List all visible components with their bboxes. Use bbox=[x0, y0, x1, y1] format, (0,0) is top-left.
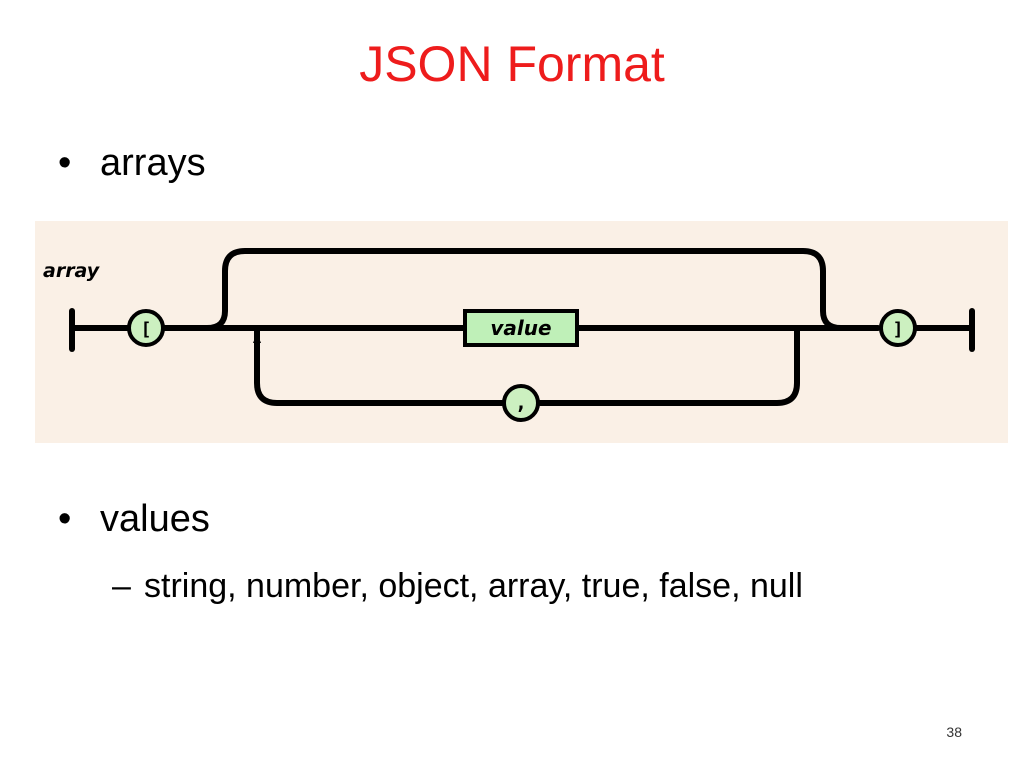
close-bracket-label: ] bbox=[893, 319, 904, 340]
bullet-values: • values bbox=[58, 497, 210, 541]
sub-bullet-value-types: – string, number, object, array, true, f… bbox=[112, 566, 803, 606]
sub-bullet-text: string, number, object, array, true, fal… bbox=[144, 567, 803, 605]
sub-bullet-dash: – bbox=[112, 567, 131, 605]
comma-label: , bbox=[515, 390, 527, 414]
array-railroad-diagram: array [ ] , value bbox=[35, 221, 1008, 443]
bullet-text: values bbox=[100, 498, 210, 540]
diagram-name-label: array bbox=[43, 260, 101, 282]
close-bracket-terminal bbox=[879, 309, 917, 347]
bullet-text: arrays bbox=[100, 142, 206, 184]
slide-title: JSON Format bbox=[359, 36, 665, 92]
empty-array-bypass bbox=[204, 248, 844, 331]
open-bracket-terminal bbox=[127, 309, 165, 347]
value-nonterminal bbox=[463, 309, 579, 347]
bullet-dot: • bbox=[58, 498, 72, 540]
page-number: 38 bbox=[946, 724, 962, 740]
repeat-loop-left bbox=[254, 325, 505, 406]
comma-terminal bbox=[502, 384, 540, 422]
bullet-arrays: • arrays bbox=[58, 141, 206, 185]
value-label: value bbox=[490, 316, 551, 340]
open-bracket-label: [ bbox=[141, 319, 152, 340]
repeat-loop-right bbox=[537, 325, 800, 406]
bullet-dot: • bbox=[58, 142, 72, 184]
railroad-svg: array [ ] , value bbox=[43, 248, 975, 422]
